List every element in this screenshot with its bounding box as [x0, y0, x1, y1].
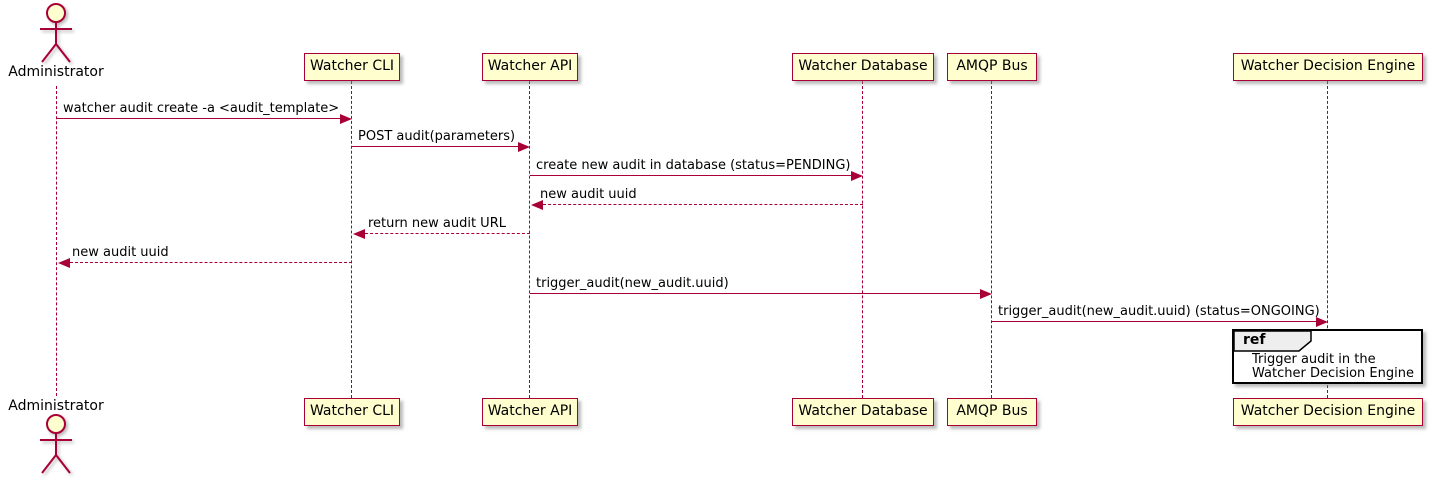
participant-bottom-watcher-cli: Watcher CLI	[304, 398, 400, 426]
lifeline-watcher-database	[862, 81, 863, 398]
lifeline-amqp-bus	[991, 81, 992, 398]
participant-bottom-watcher-decision-engine: Watcher Decision Engine	[1233, 398, 1423, 426]
ref-fragment: ref Trigger audit in the Watcher Decisio…	[1232, 329, 1423, 384]
participant-top-watcher-api: Watcher API	[482, 53, 578, 81]
message-line	[70, 262, 352, 263]
message-line	[365, 233, 530, 234]
message-label: trigger_audit(new_audit.uuid)	[536, 276, 729, 291]
participant-bottom-amqp-bus: AMQP Bus	[947, 398, 1037, 426]
actor-icon	[40, 3, 72, 63]
arrowhead-icon	[1316, 317, 1328, 327]
actor-icon	[40, 414, 72, 474]
ref-text-line2: Watcher Decision Engine	[1252, 366, 1414, 381]
message-label: POST audit(parameters)	[358, 129, 516, 144]
message-line	[992, 321, 1316, 322]
participant-top-watcher-cli: Watcher CLI	[304, 53, 400, 81]
message-label: new audit uuid	[540, 187, 637, 202]
arrowhead-icon	[58, 258, 70, 268]
lifeline-watcher-cli	[351, 81, 352, 398]
message-label: watcher audit create -a <audit_template>	[63, 101, 340, 116]
ref-header-pentagon-icon	[1234, 331, 1312, 352]
message-label: create new audit in database (status=PEN…	[536, 158, 851, 173]
arrowhead-icon	[980, 289, 992, 299]
participant-top-watcher-database: Watcher Database	[792, 53, 934, 81]
participant-top-watcher-decision-engine: Watcher Decision Engine	[1233, 53, 1423, 81]
ref-text-line1: Trigger audit in the	[1252, 352, 1376, 367]
message-line	[530, 293, 980, 294]
message-label: return new audit URL	[368, 216, 506, 231]
arrowhead-icon	[531, 200, 543, 210]
message-line	[530, 175, 851, 176]
arrowhead-icon	[851, 171, 863, 181]
message-label: trigger_audit(new_audit.uuid) (status=ON…	[998, 304, 1320, 319]
arrowhead-icon	[518, 142, 530, 152]
message-line	[57, 118, 341, 119]
participant-top-amqp-bus: AMQP Bus	[947, 53, 1037, 81]
participant-bottom-watcher-api: Watcher API	[482, 398, 578, 426]
actor-bottom-label: Administrator	[8, 398, 104, 414]
arrowhead-icon	[353, 229, 365, 239]
message-label: new audit uuid	[72, 245, 169, 260]
participant-bottom-watcher-database: Watcher Database	[792, 398, 934, 426]
actor-top-label: Administrator	[8, 64, 104, 80]
arrowhead-icon	[340, 114, 352, 124]
lifeline-watcher-api	[529, 81, 530, 398]
lifeline-administrator	[56, 86, 57, 396]
message-line	[352, 146, 518, 147]
message-line	[543, 204, 863, 205]
ref-keyword: ref	[1243, 332, 1266, 348]
lifeline-watcher-decision-engine	[1327, 81, 1328, 398]
